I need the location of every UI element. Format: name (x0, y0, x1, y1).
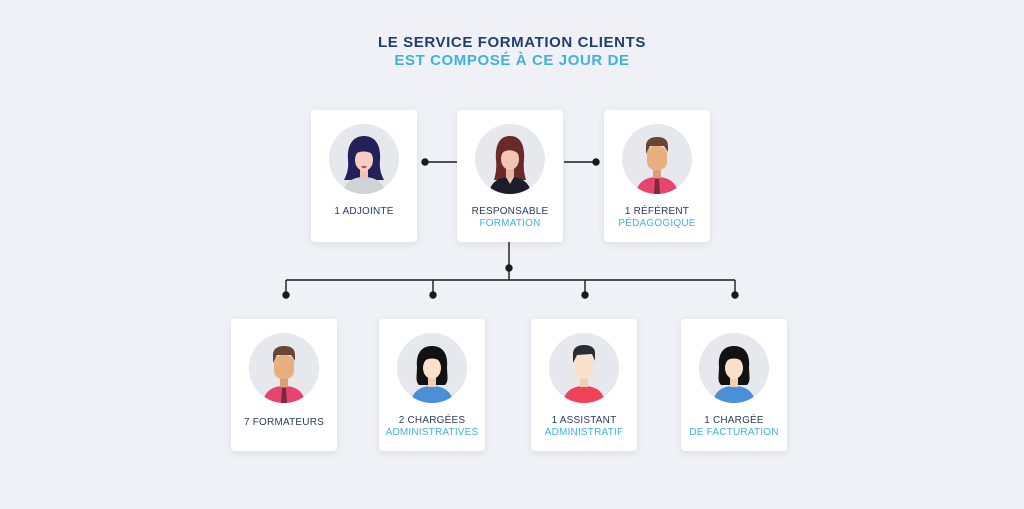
card-assistant-administratif: 1 ASSISTANT ADMINISTRATIF (531, 319, 637, 451)
connector-dot-left (421, 158, 429, 166)
connector-dot-2 (429, 291, 437, 299)
page-title: LE SERVICE FORMATION CLIENTS EST COMPOSÉ… (0, 34, 1024, 70)
card-label: 7 FORMATEURS (244, 417, 324, 428)
man-brown-hair-avatar-icon (622, 124, 692, 194)
man-brown-hair-avatar-icon (249, 333, 319, 403)
card-referent: 1 RÉFÉRENT PÉDAGOGIQUE (604, 110, 710, 242)
card-label: 1 CHARGÉE DE FACTURATION (689, 415, 779, 438)
card-formateurs: 7 FORMATEURS (231, 319, 337, 451)
card-label: 1 ADJOINTE (334, 206, 394, 217)
card-responsable: RESPONSABLE FORMATION (457, 110, 563, 242)
card-label: 2 CHARGÉES ADMINISTRATIVES (385, 415, 479, 438)
card-chargee-facturation: 1 CHARGÉE DE FACTURATION (681, 319, 787, 451)
woman-dark-hair-avatar-icon (329, 124, 399, 194)
connector-dot-3 (581, 291, 589, 299)
woman-black-hair-avatar-icon (699, 333, 769, 403)
connector-dot-right (592, 158, 600, 166)
card-label: 1 ASSISTANT ADMINISTRATIF (544, 415, 624, 438)
connector-dot-1 (282, 291, 290, 299)
card-label: RESPONSABLE FORMATION (471, 206, 549, 229)
connector-dot-4 (731, 291, 739, 299)
title-line-1: LE SERVICE FORMATION CLIENTS (378, 34, 646, 51)
connector-dot-trunk (505, 264, 513, 272)
card-adjointe: 1 ADJOINTE (311, 110, 417, 242)
title-line-2: EST COMPOSÉ À CE JOUR DE (394, 52, 630, 69)
card-chargees-administratives: 2 CHARGÉES ADMINISTRATIVES (379, 319, 485, 451)
woman-auburn-hair-avatar-icon (475, 124, 545, 194)
man-black-hair-avatar-icon (549, 333, 619, 403)
woman-black-hair-avatar-icon (397, 333, 467, 403)
card-label: 1 RÉFÉRENT PÉDAGOGIQUE (618, 206, 696, 229)
